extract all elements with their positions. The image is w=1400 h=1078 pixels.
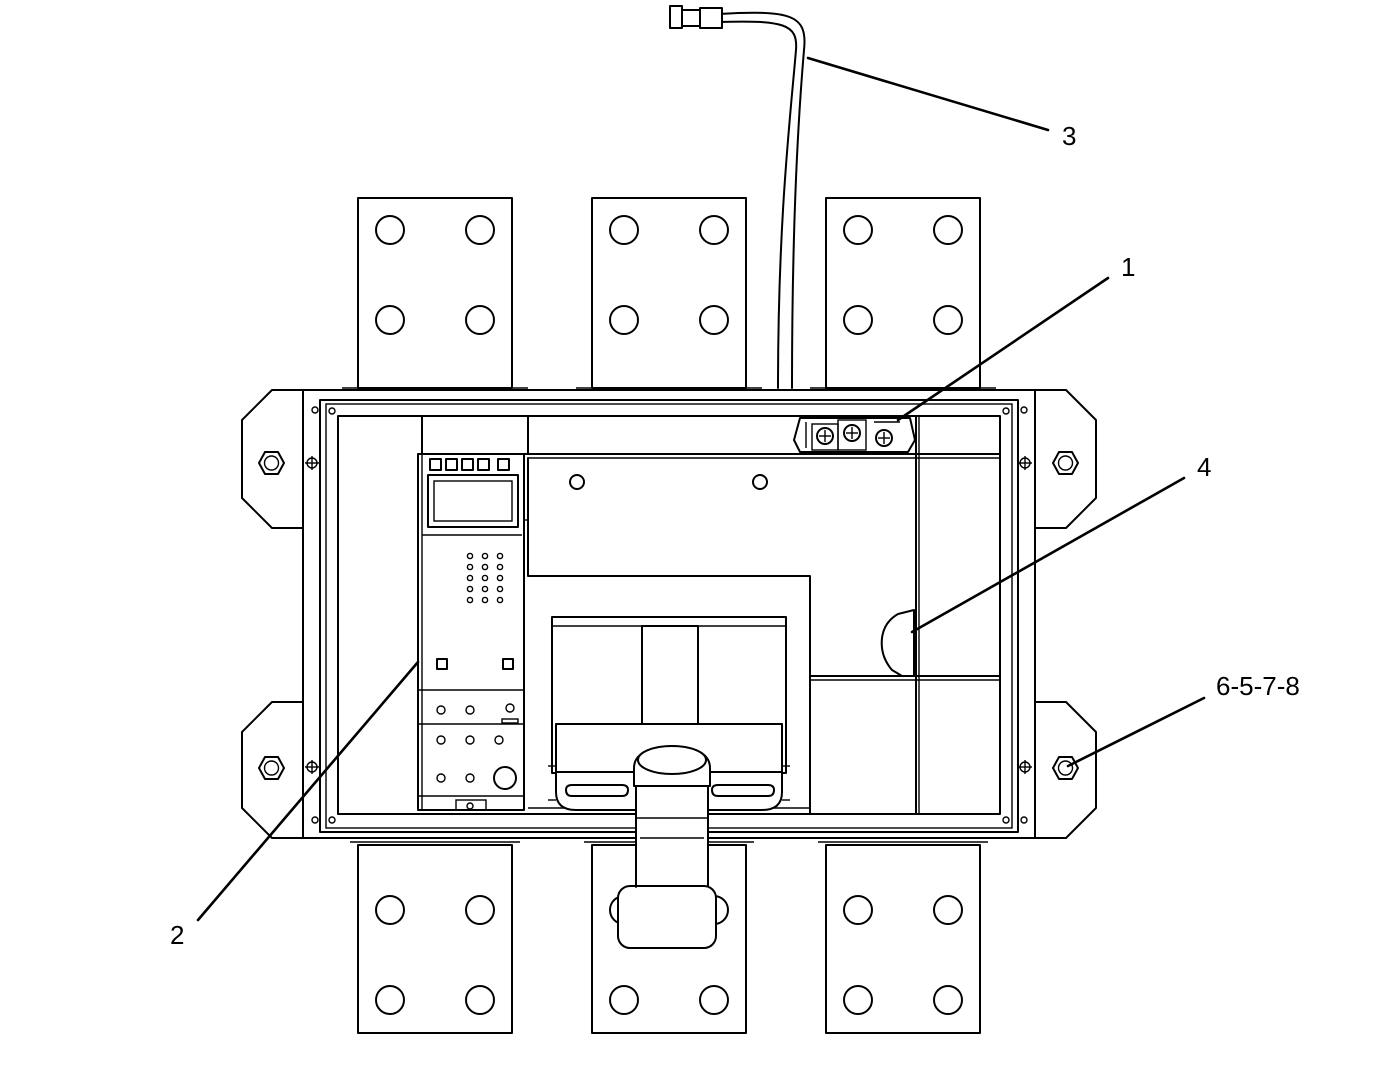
bolt-hole bbox=[933, 985, 963, 1015]
trip-unit-display bbox=[427, 474, 519, 528]
leader-lines bbox=[196, 56, 1206, 922]
bolt-hole bbox=[933, 215, 963, 245]
terminal-block bbox=[793, 417, 916, 453]
bolt-hole bbox=[609, 985, 639, 1015]
bolt-hole bbox=[609, 215, 639, 245]
bolt-hole bbox=[609, 305, 639, 335]
mechanism-cover bbox=[527, 457, 811, 815]
bolt-hole bbox=[375, 895, 405, 925]
callout-label-6-5-7-8: 6-5-7-8 bbox=[1216, 671, 1300, 701]
cover-screw bbox=[752, 474, 768, 490]
bolt-hole bbox=[843, 305, 873, 335]
auxiliary-component bbox=[880, 609, 915, 677]
trip-unit bbox=[417, 453, 528, 811]
operating-handle bbox=[617, 745, 717, 949]
bus-bar-top-right bbox=[810, 197, 996, 389]
bolt-hole bbox=[465, 985, 495, 1015]
cable-connector bbox=[669, 5, 723, 29]
leader-line-3 bbox=[806, 56, 1050, 132]
bus-bar-bottom-right bbox=[818, 841, 988, 1034]
side-screw-left-top bbox=[305, 456, 319, 470]
terminal-screw bbox=[816, 427, 834, 445]
bolt-hole bbox=[933, 305, 963, 335]
bolt-hole bbox=[375, 985, 405, 1015]
callout-label-1: 1 bbox=[1121, 252, 1135, 282]
side-screw-left-bottom bbox=[305, 760, 319, 774]
hex-nut-bottom-right bbox=[1052, 756, 1079, 780]
operating-mechanism bbox=[548, 616, 790, 949]
leader-line-4 bbox=[910, 476, 1186, 634]
leader-line-1 bbox=[896, 276, 1110, 422]
bolt-hole bbox=[465, 305, 495, 335]
bolt-hole bbox=[933, 895, 963, 925]
bolt-hole bbox=[375, 305, 405, 335]
callout-label-2: 2 bbox=[170, 920, 184, 950]
sensor-cable bbox=[669, 5, 806, 389]
bolt-hole bbox=[699, 215, 729, 245]
callout-label-4: 4 bbox=[1197, 452, 1211, 482]
handle-slot-right bbox=[711, 784, 775, 797]
terminal-screw bbox=[875, 429, 893, 447]
mounting-ears bbox=[241, 389, 1097, 839]
callouts: 1 2 3 4 6-5-7-8 bbox=[170, 121, 1300, 950]
bolt-hole bbox=[699, 305, 729, 335]
cover-screw bbox=[569, 474, 585, 490]
hex-nut-bottom-left bbox=[258, 756, 285, 780]
trip-unit-keypad bbox=[466, 552, 504, 604]
terminal-screw bbox=[843, 424, 861, 442]
bolt-hole bbox=[699, 985, 729, 1015]
bolt-hole bbox=[375, 215, 405, 245]
leader-line-5 bbox=[1066, 696, 1206, 768]
handle-slot-left bbox=[565, 784, 629, 797]
side-screw-right-bottom bbox=[1018, 760, 1032, 774]
bolt-hole bbox=[843, 895, 873, 925]
leader-line-2 bbox=[196, 660, 420, 922]
handle-grip bbox=[617, 885, 717, 949]
top-bus-bars bbox=[342, 197, 996, 389]
bolt-hole bbox=[843, 215, 873, 245]
bus-bar-top-left bbox=[342, 197, 528, 389]
side-screw-right-top bbox=[1018, 456, 1032, 470]
bus-bar-bottom-left bbox=[350, 841, 520, 1034]
bolt-hole bbox=[843, 985, 873, 1015]
bolt-hole bbox=[465, 215, 495, 245]
bolt-hole bbox=[465, 895, 495, 925]
hex-nut-top-right bbox=[1052, 451, 1079, 475]
bus-bar-top-center bbox=[576, 197, 762, 389]
hex-nut-top-left bbox=[258, 451, 285, 475]
callout-label-3: 3 bbox=[1062, 121, 1076, 151]
